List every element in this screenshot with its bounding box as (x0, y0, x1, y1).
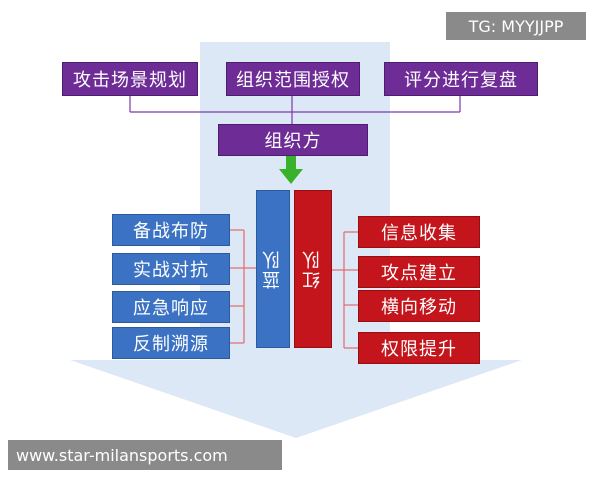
organizer-box: 组织方 (218, 124, 368, 156)
down-arrow-icon (279, 156, 303, 184)
blue-team-column: 蓝队 (256, 190, 290, 348)
watermark-bottom-label: www.star-milansports.com (16, 445, 228, 465)
top-item-label: 评分进行复盘 (404, 70, 518, 91)
blue-item-label: 反制溯源 (133, 334, 209, 355)
red-team-column: 红队 (294, 190, 332, 348)
organizer-label: 组织方 (264, 131, 322, 152)
blue-item-live-combat: 实战对抗 (112, 253, 230, 285)
blue-item-emergency-response: 应急响应 (112, 291, 230, 323)
top-item-label: 组织范围授权 (236, 70, 350, 91)
red-item-lateral-movement: 横向移动 (358, 290, 480, 322)
blue-item-label: 应急响应 (133, 298, 209, 319)
blue-team-label: 蓝队 (262, 249, 283, 289)
watermark-bottom: www.star-milansports.com (8, 440, 282, 470)
red-item-info-gathering: 信息收集 (358, 216, 480, 248)
red-item-label: 信息收集 (381, 223, 457, 244)
top-item-label: 攻击场景规划 (73, 70, 187, 91)
top-item-scoring-review: 评分进行复盘 (384, 62, 538, 96)
red-team-label: 红队 (302, 249, 323, 289)
top-item-scope-authorization: 组织范围授权 (226, 62, 360, 96)
blue-item-label: 实战对抗 (133, 260, 209, 281)
red-item-label: 攻点建立 (381, 263, 457, 284)
red-item-foothold: 攻点建立 (358, 256, 480, 288)
red-item-label: 权限提升 (381, 339, 457, 360)
watermark-top: TG: MYYJJPP (446, 12, 586, 40)
blue-item-prepare-defense: 备战布防 (112, 214, 230, 246)
red-item-privilege-escalation: 权限提升 (358, 332, 480, 364)
top-item-attack-planning: 攻击场景规划 (62, 62, 198, 96)
red-item-label: 横向移动 (381, 297, 457, 318)
blue-item-label: 备战布防 (133, 221, 209, 242)
watermark-top-label: TG: MYYJJPP (468, 16, 564, 36)
blue-item-counter-trace: 反制溯源 (112, 327, 230, 359)
